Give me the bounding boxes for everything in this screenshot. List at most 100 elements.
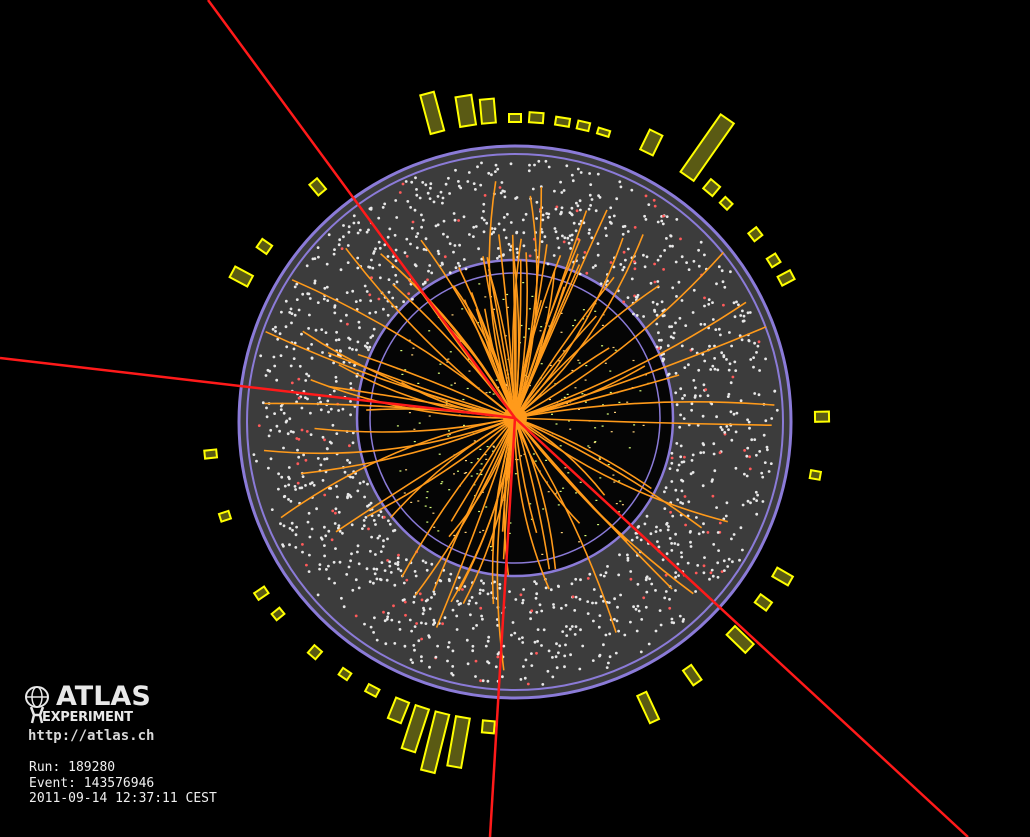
hit-point bbox=[679, 444, 683, 448]
hit-point bbox=[626, 230, 630, 233]
hit-point bbox=[350, 552, 353, 556]
track bbox=[263, 417, 516, 455]
tracker-hit bbox=[470, 475, 473, 477]
hit-point bbox=[755, 351, 758, 354]
particle-tracks bbox=[263, 181, 775, 671]
hit-point bbox=[480, 216, 484, 220]
hit-point bbox=[680, 489, 684, 493]
track bbox=[514, 417, 617, 633]
hit-point bbox=[569, 653, 572, 657]
tracker-hit bbox=[584, 401, 587, 403]
hit-point bbox=[506, 212, 509, 216]
tracker-hit bbox=[612, 474, 615, 476]
calorimeter-tower bbox=[480, 719, 496, 735]
hit-point bbox=[410, 629, 413, 633]
logo-subtitle: EXPERIMENT bbox=[42, 710, 133, 725]
hit-point bbox=[629, 570, 633, 573]
hit-point bbox=[365, 567, 369, 571]
hit-point bbox=[775, 408, 779, 412]
hit-point bbox=[541, 213, 545, 217]
tracker-hit bbox=[403, 492, 406, 494]
hit-point bbox=[773, 389, 777, 393]
hit-point bbox=[322, 297, 326, 301]
hit-point bbox=[724, 514, 728, 518]
hit-point bbox=[578, 222, 581, 226]
hit-point bbox=[668, 244, 672, 248]
hit-point bbox=[370, 258, 373, 262]
tracker-hit bbox=[599, 477, 602, 479]
tracker-hit bbox=[601, 324, 604, 326]
hit-point bbox=[735, 300, 738, 304]
hit-point bbox=[378, 263, 381, 267]
hit-point bbox=[679, 387, 683, 391]
hit-point bbox=[652, 198, 656, 202]
hit-point bbox=[565, 625, 568, 628]
hit-point bbox=[570, 625, 574, 628]
hit-point bbox=[497, 222, 501, 226]
hit-point bbox=[670, 617, 674, 621]
hit-point bbox=[527, 169, 531, 173]
tracker-hit bbox=[566, 393, 569, 395]
hit-point bbox=[622, 300, 626, 304]
hit-point bbox=[363, 495, 366, 499]
hit-point bbox=[697, 248, 700, 252]
hit-point bbox=[386, 235, 390, 239]
hit-point bbox=[456, 599, 459, 603]
hit-point bbox=[742, 314, 746, 318]
hit-point bbox=[394, 273, 398, 277]
hit-point bbox=[633, 267, 637, 271]
hit-point bbox=[711, 478, 714, 481]
hit-point bbox=[687, 268, 691, 271]
hit-point bbox=[439, 579, 443, 583]
hit-point bbox=[570, 238, 574, 242]
tracker-hit bbox=[514, 473, 517, 475]
hit-point bbox=[333, 248, 336, 252]
hit-point bbox=[289, 307, 293, 311]
hit-point bbox=[701, 484, 705, 488]
track bbox=[482, 256, 516, 419]
hit-point bbox=[731, 375, 735, 379]
tracker-hit bbox=[632, 359, 635, 362]
hit-point bbox=[383, 619, 387, 623]
hit-point bbox=[665, 215, 669, 219]
hit-point bbox=[637, 609, 641, 613]
hit-point bbox=[300, 332, 303, 336]
hit-point bbox=[544, 586, 548, 590]
tracker-hit bbox=[612, 346, 615, 349]
hit-point bbox=[732, 533, 736, 536]
hit-point bbox=[338, 560, 342, 564]
hit-point bbox=[475, 624, 478, 627]
hit-point bbox=[282, 411, 286, 415]
track bbox=[401, 417, 516, 578]
hit-point bbox=[486, 679, 490, 683]
hit-point bbox=[387, 611, 390, 615]
hit-point bbox=[455, 614, 459, 618]
hit-point bbox=[720, 269, 724, 273]
hit-point bbox=[653, 280, 657, 284]
hit-point bbox=[702, 383, 706, 387]
hit-point bbox=[604, 571, 608, 575]
hit-point bbox=[421, 612, 425, 616]
hit-point bbox=[420, 621, 423, 625]
hit-point bbox=[515, 247, 519, 251]
hit-point bbox=[592, 588, 596, 591]
hit-point bbox=[369, 501, 373, 505]
track bbox=[514, 299, 543, 419]
hit-point bbox=[684, 523, 687, 527]
hit-point bbox=[657, 338, 661, 342]
hit-point bbox=[570, 206, 574, 210]
hit-point bbox=[441, 262, 444, 266]
hit-point bbox=[645, 575, 649, 579]
hit-point bbox=[388, 564, 392, 568]
hit-point bbox=[342, 235, 345, 239]
hit-point bbox=[323, 525, 326, 529]
hit-point bbox=[348, 493, 351, 497]
tracker-hit bbox=[522, 282, 525, 284]
hit-point bbox=[654, 589, 657, 592]
hit-point bbox=[448, 242, 452, 246]
hit-point bbox=[501, 189, 505, 193]
hit-point bbox=[459, 186, 463, 190]
hit-point bbox=[579, 208, 582, 212]
hit-point bbox=[726, 565, 730, 568]
hit-point bbox=[415, 193, 419, 197]
